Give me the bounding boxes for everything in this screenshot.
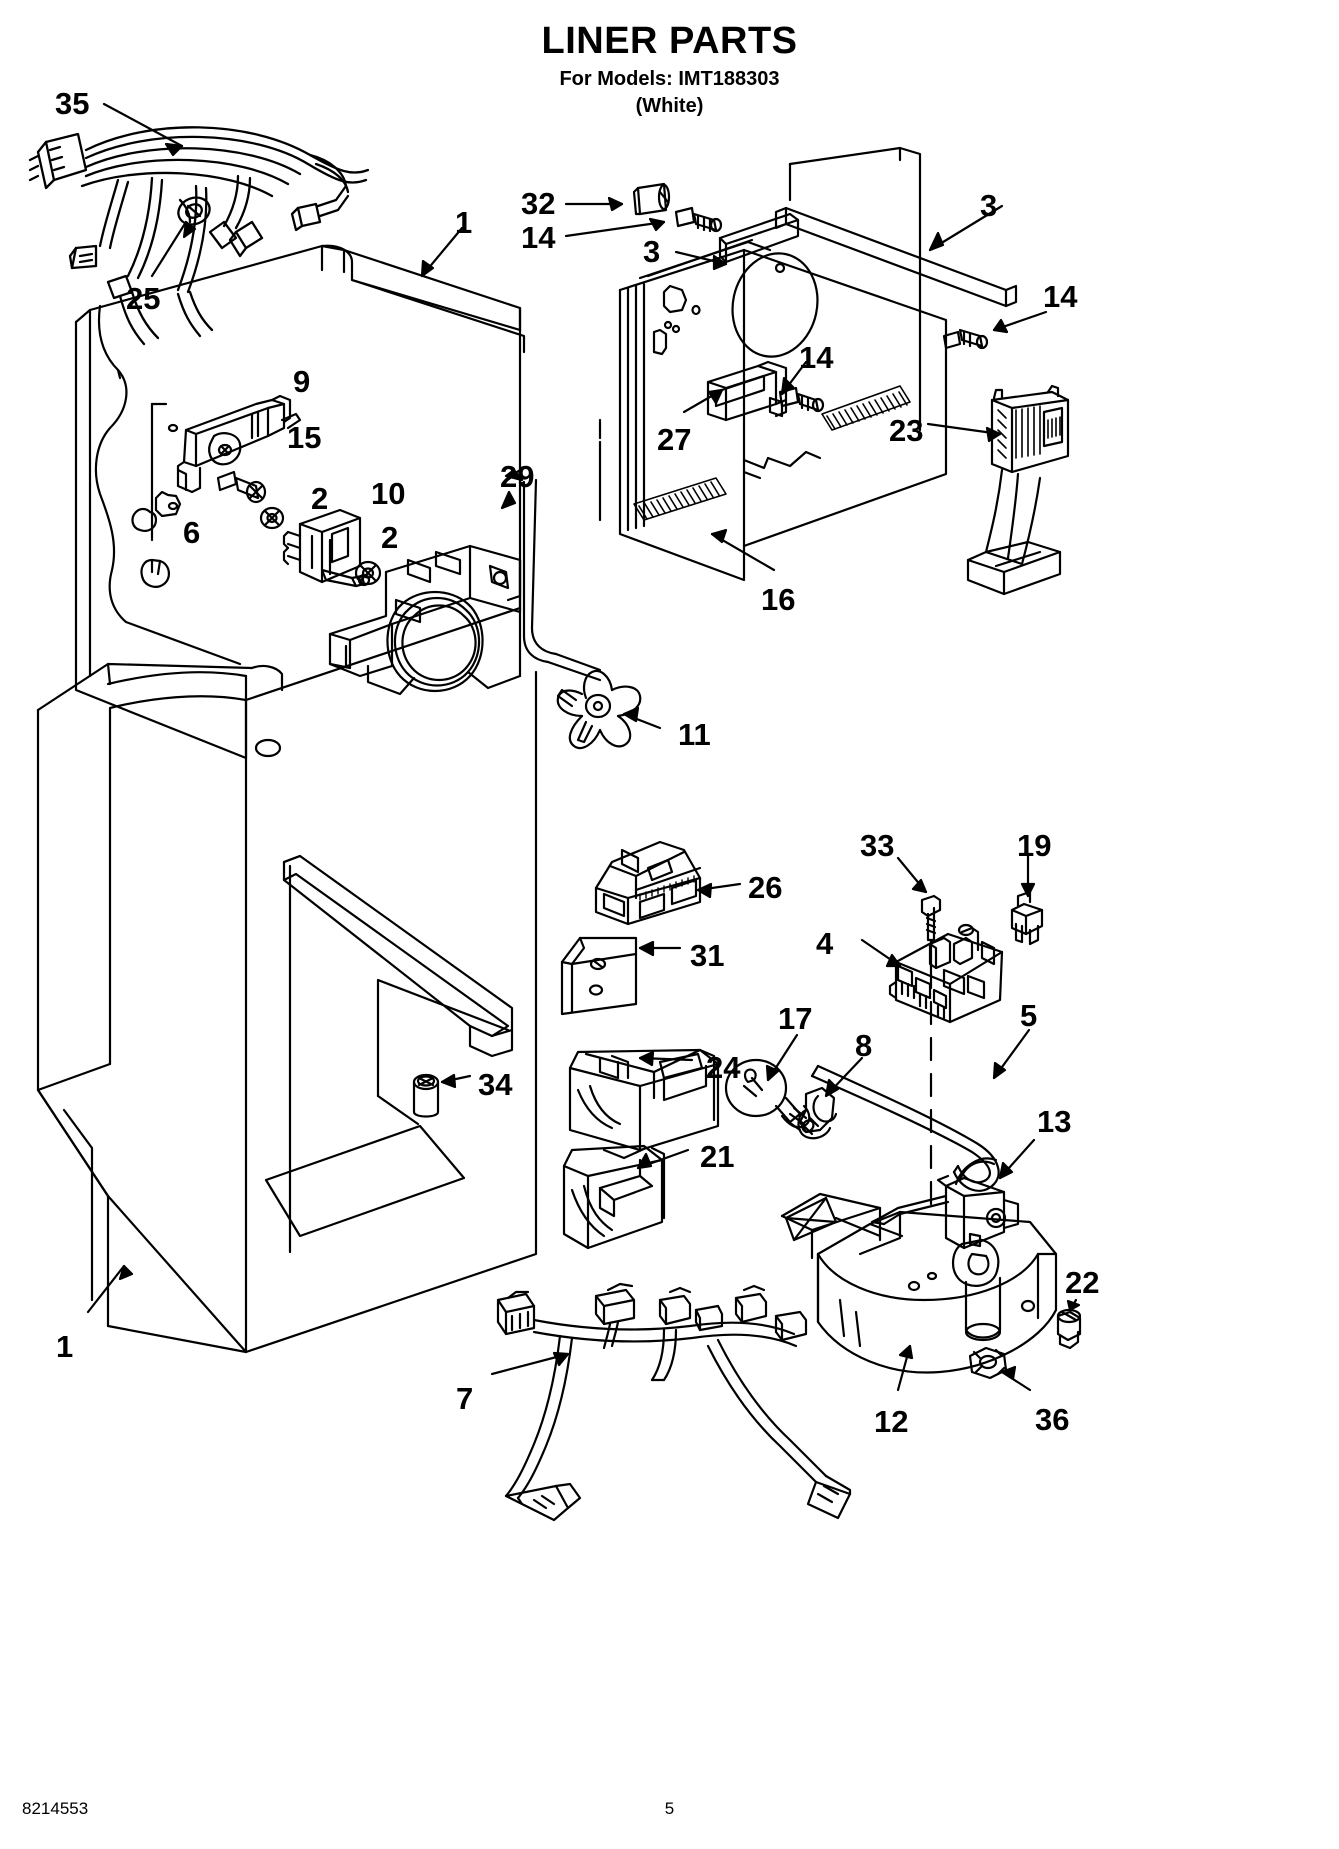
- callout-2-grommet: 2: [381, 520, 399, 555]
- part-wire-harness-main-art: [28, 126, 370, 346]
- part-nut-36-art: [968, 1346, 1008, 1380]
- callout-15-screw: 15: [287, 420, 322, 455]
- callout-2-grommet: 2: [311, 481, 329, 516]
- callout-12-drain-pan: 12: [874, 1404, 909, 1439]
- callout-25-grommet: 25: [126, 281, 161, 316]
- callout-36-nut: 36: [1035, 1402, 1070, 1437]
- part-drain-trough-lower-art: [562, 1144, 666, 1250]
- part-fan-motor-bracket-art: [328, 544, 522, 696]
- part-grommet-2b-art: [354, 560, 382, 586]
- part-cover-plate-art: [560, 936, 638, 1016]
- part-plug-cap-art: [1056, 1308, 1082, 1350]
- callout-1-liner-bottom: 1: [56, 1329, 74, 1364]
- callout-5-drain-tube: 5: [1020, 998, 1038, 1033]
- part-plug-button-art: [140, 558, 170, 588]
- part-air-tower-art: [966, 384, 1070, 596]
- part-wire-clip-art: [1010, 890, 1044, 946]
- callout-8-clip: 8: [855, 1028, 873, 1063]
- callout-4-electronic-control-board: 4: [816, 926, 834, 961]
- leader-lines-harness: [102, 102, 197, 278]
- callout-23-air-tower-duct: 23: [889, 413, 924, 448]
- callout-19-wire-clip: 19: [1017, 828, 1052, 863]
- callout-24-drain-trough-upper: 24: [706, 1050, 741, 1085]
- sheet-footer: 8214553 5: [0, 1799, 1339, 1823]
- callout-14-screw: 14: [1043, 279, 1078, 314]
- part-light-socket-bracket-art: [176, 394, 302, 494]
- part-drain-tube-art: [810, 1064, 1000, 1192]
- part-control-board-art: [888, 923, 1004, 1024]
- callout-35-wire-harness-main: 35: [55, 86, 90, 121]
- color-variant-label: (White): [635, 94, 704, 117]
- callout-16-freezer-liner: 16: [761, 582, 796, 617]
- part-screw-33-art: [920, 894, 942, 968]
- callout-27-air-duct-cover: 27: [657, 422, 692, 457]
- callout-33-screw: 33: [860, 828, 895, 863]
- document-number: 8214553: [22, 1799, 89, 1818]
- part-light-lens-housing-art: [594, 840, 702, 926]
- callout-26-light-lens-housing: 26: [748, 870, 783, 905]
- part-clip-8-art: [797, 1086, 838, 1140]
- callout-21-drain-trough-lower: 21: [700, 1139, 735, 1174]
- callout-14-screw: 14: [799, 340, 834, 375]
- part-wire-harness-lower-art: [496, 1282, 852, 1522]
- part-defrost-thermostat-art: [870, 1157, 1020, 1250]
- callout-10-damper-control: 10: [371, 476, 406, 511]
- callout-1-liner-top: 1: [455, 205, 473, 240]
- callout-31-cover-plate: 31: [690, 938, 725, 973]
- callout-7-wire-harness-lower: 7: [456, 1381, 474, 1416]
- page-title: LINER PARTS: [541, 20, 798, 62]
- callout-3-trim-strip-rear: 3: [980, 188, 998, 223]
- callout-9-light-socket-bracket: 9: [293, 364, 311, 399]
- callout-17-light-bulb: 17: [778, 1001, 813, 1036]
- part-drain-trough-upper-art: [568, 1048, 720, 1152]
- part-screw-15-art: [216, 470, 267, 504]
- callout-14-screw: 14: [521, 220, 556, 255]
- part-screw-14a-art: [674, 206, 723, 233]
- callout-3-trim-strip-front: 3: [643, 234, 661, 269]
- callout-32-spacer: 32: [521, 186, 556, 221]
- part-liner-cabinet-art: [36, 244, 538, 1354]
- part-drain-pan-art: [780, 1192, 1058, 1374]
- models-label: For Models: IMT188303: [559, 67, 780, 90]
- part-plug-34-art: [412, 1073, 440, 1118]
- page-number: 5: [664, 1799, 675, 1818]
- callout-13-defrost-thermostat: 13: [1037, 1104, 1072, 1139]
- part-light-bulb-art: [724, 1058, 815, 1133]
- callout-29-fan-motor-bracket: 29: [500, 459, 535, 494]
- part-grommet-2a-art: [259, 506, 285, 530]
- part-fan-blade-art: [556, 669, 642, 750]
- part-spacer-32-art: [632, 182, 671, 216]
- callout-22-plug-cap: 22: [1065, 1265, 1100, 1300]
- callout-11-fan-blade: 11: [678, 717, 711, 752]
- sheet-header: LINER PARTS For Models: IMT188303 (White…: [0, 20, 1339, 118]
- part-damper-control-art: [282, 508, 371, 588]
- callout-34-plug: 34: [478, 1067, 513, 1102]
- callout-6-plug-button: 6: [183, 515, 201, 550]
